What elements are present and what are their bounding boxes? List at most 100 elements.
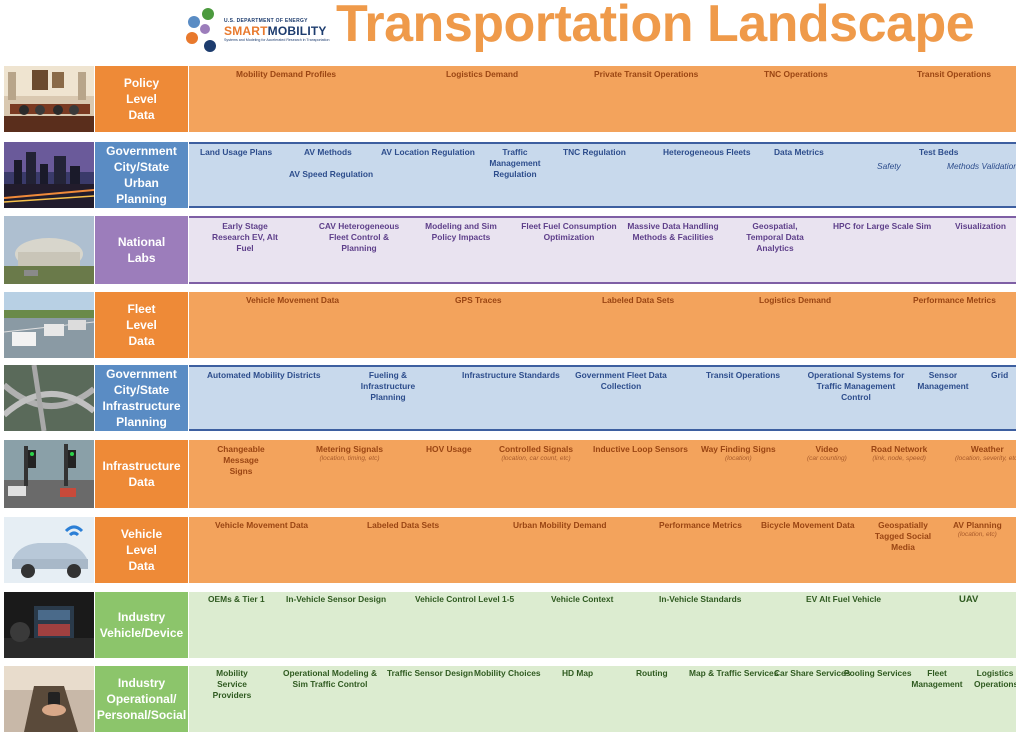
item-av-methods: AV Methods <box>304 147 352 157</box>
item-performance-metrics: Performance Metrics <box>659 520 742 530</box>
item-methods-validation: Methods Validation <box>947 161 1016 171</box>
item-visualization: Visualization <box>955 221 1007 231</box>
item-mobility-demand-profiles: Mobility Demand Profiles <box>236 69 337 79</box>
item-heterogeneous-fleets: Heterogeneous Fleets <box>663 147 751 157</box>
photo-highway-interchange <box>4 365 94 431</box>
item-automated-mobility-districts: Automated Mobility Districts <box>207 370 321 380</box>
item-bicycle-movement-data: Bicycle Movement Data <box>761 520 855 530</box>
row-band: OEMs & Tier 1 In-Vehicle Sensor Design V… <box>189 592 1016 658</box>
item-logistics-operations: Logistics Operations <box>974 668 1016 689</box>
photo-highway-trucks <box>4 292 94 358</box>
item-ev-alt-fuel-vehicle: EV Alt Fuel Vehicle <box>806 594 882 604</box>
item-way-finding-signs: Way Finding Signs(location) <box>701 444 776 462</box>
item-fueling-infrastructure-planning: Fueling & Infrastructure Planning <box>360 370 416 402</box>
item-in-vehicle-sensor-design: In-Vehicle Sensor Design <box>286 594 387 604</box>
item-traffic-sensor-design: Traffic Sensor Design <box>387 668 474 678</box>
row-band: Mobility Service Providers Operational M… <box>189 666 1016 732</box>
photo-policy-meeting <box>4 66 94 132</box>
item-car-share-services: Car Share Services <box>774 668 851 678</box>
doe-label: U.S. DEPARTMENT OF ENERGY <box>224 18 308 24</box>
item-transit-operations: Transit Operations <box>917 69 991 79</box>
item-safety: Safety <box>877 161 901 171</box>
photo-vehicle-dashboard <box>4 592 94 658</box>
item-mobility-choices: Mobility Choices <box>474 668 541 678</box>
row-band: Early Stage Research EV, Alt Fuel CAV He… <box>189 216 1016 284</box>
item-metering-signals: Metering Signals(location, timing, etc) <box>316 444 384 462</box>
smart-mobility-logo: U.S. DEPARTMENT OF ENERGY SMARTMOBILITY … <box>184 4 334 54</box>
item-fleet-management: Fleet Management <box>911 668 963 689</box>
photo-traffic-signals <box>4 440 94 508</box>
item-changeable-message-signs: Changeable Message Signs <box>217 444 265 476</box>
item-gps-traces: GPS Traces <box>455 295 502 305</box>
item-road-network: Road Network(link, node, speed) <box>871 444 928 462</box>
item-logistics-demand: Logistics Demand <box>446 69 519 79</box>
item-transit-operations: Transit Operations <box>706 370 780 380</box>
item-geospatially-tagged-social-media: Geospatially Tagged Social Media <box>874 520 932 552</box>
page-title: Transportation Landscape <box>336 0 975 53</box>
item-av-speed-regulation: AV Speed Regulation <box>289 169 374 179</box>
item-early-stage-research: Early Stage Research EV, Alt Fuel <box>212 221 278 253</box>
item-modeling-sim-policy: Modeling and Sim Policy Impacts <box>425 221 497 242</box>
item-geospatial-temporal: Geospatial, Temporal Data Analytics <box>746 221 804 253</box>
row-band: Land Usage Plans AV Methods AV Speed Reg… <box>189 142 1016 208</box>
item-urban-mobility-demand: Urban Mobility Demand <box>513 520 607 530</box>
photo-smartphone-user <box>4 666 94 732</box>
item-oems-tier-1: OEMs & Tier 1 <box>208 594 265 604</box>
item-hov-usage: HOV Usage <box>426 444 472 454</box>
item-labeled-data-sets: Labeled Data Sets <box>602 295 675 305</box>
item-vehicle-control-level: Vehicle Control Level 1-5 <box>415 594 515 604</box>
row-band: Mobility Demand Profiles Logistics Deman… <box>189 66 1016 132</box>
item-land-usage-plans: Land Usage Plans <box>200 147 273 157</box>
item-performance-metrics: Performance Metrics <box>913 295 996 305</box>
item-map-traffic-services: Map & Traffic Services <box>689 668 779 678</box>
item-av-planning: AV Planning(location, etc) <box>953 520 1002 538</box>
item-av-location-regulation: AV Location Regulation <box>381 147 475 157</box>
item-traffic-management-regulation: Traffic Management Regulation <box>489 147 541 179</box>
item-mobility-service-providers: Mobility Service Providers <box>212 668 252 700</box>
item-cav-heterogeneous-fleet: CAV Heterogeneous Fleet Control & Planni… <box>318 221 400 253</box>
item-labeled-data-sets: Labeled Data Sets <box>367 520 440 530</box>
item-tnc-operations: TNC Operations <box>764 69 828 79</box>
photo-national-lab <box>4 216 94 284</box>
item-private-transit-operations: Private Transit Operations <box>594 69 699 79</box>
row-band: Vehicle Movement Data GPS Traces Labeled… <box>189 292 1016 358</box>
item-pooling-services: Pooling Services <box>844 668 912 678</box>
item-fleet-fuel-consumption: Fleet Fuel Consumption Optimization <box>521 221 617 242</box>
item-massive-data-handling: Massive Data Handling Methods & Faciliti… <box>627 221 719 242</box>
photo-connected-car <box>4 517 94 583</box>
brand-name: SMARTMOBILITY <box>224 24 327 38</box>
item-hpc-large-scale-sim: HPC for Large Scale Sim <box>833 221 932 231</box>
item-vehicle-movement-data: Vehicle Movement Data <box>215 520 309 530</box>
row-band: Changeable Message Signs Metering Signal… <box>189 440 1016 508</box>
item-infrastructure-standards: Infrastructure Standards <box>462 370 560 380</box>
item-uav: UAV <box>959 594 979 605</box>
item-grid: Grid <box>991 370 1009 380</box>
item-controlled-signals: Controlled Signals(location, car count, … <box>499 444 573 462</box>
item-hd-map: HD Map <box>562 668 594 678</box>
item-data-metrics: Data Metrics <box>774 147 824 157</box>
brand-tagline: Systems and Modeling for Accelerated Res… <box>224 38 330 42</box>
header: U.S. DEPARTMENT OF ENERGY SMARTMOBILITY … <box>0 0 1016 62</box>
item-routing: Routing <box>636 668 668 678</box>
item-tnc-regulation: TNC Regulation <box>563 147 626 157</box>
item-test-beds: Test Beds <box>919 147 959 157</box>
item-operational-systems: Operational Systems for Traffic Manageme… <box>807 370 905 402</box>
row-band: Vehicle Movement Data Labeled Data Sets … <box>189 517 1016 583</box>
item-vehicle-context: Vehicle Context <box>551 594 614 604</box>
item-government-fleet-data: Government Fleet Data Collection <box>575 370 667 391</box>
